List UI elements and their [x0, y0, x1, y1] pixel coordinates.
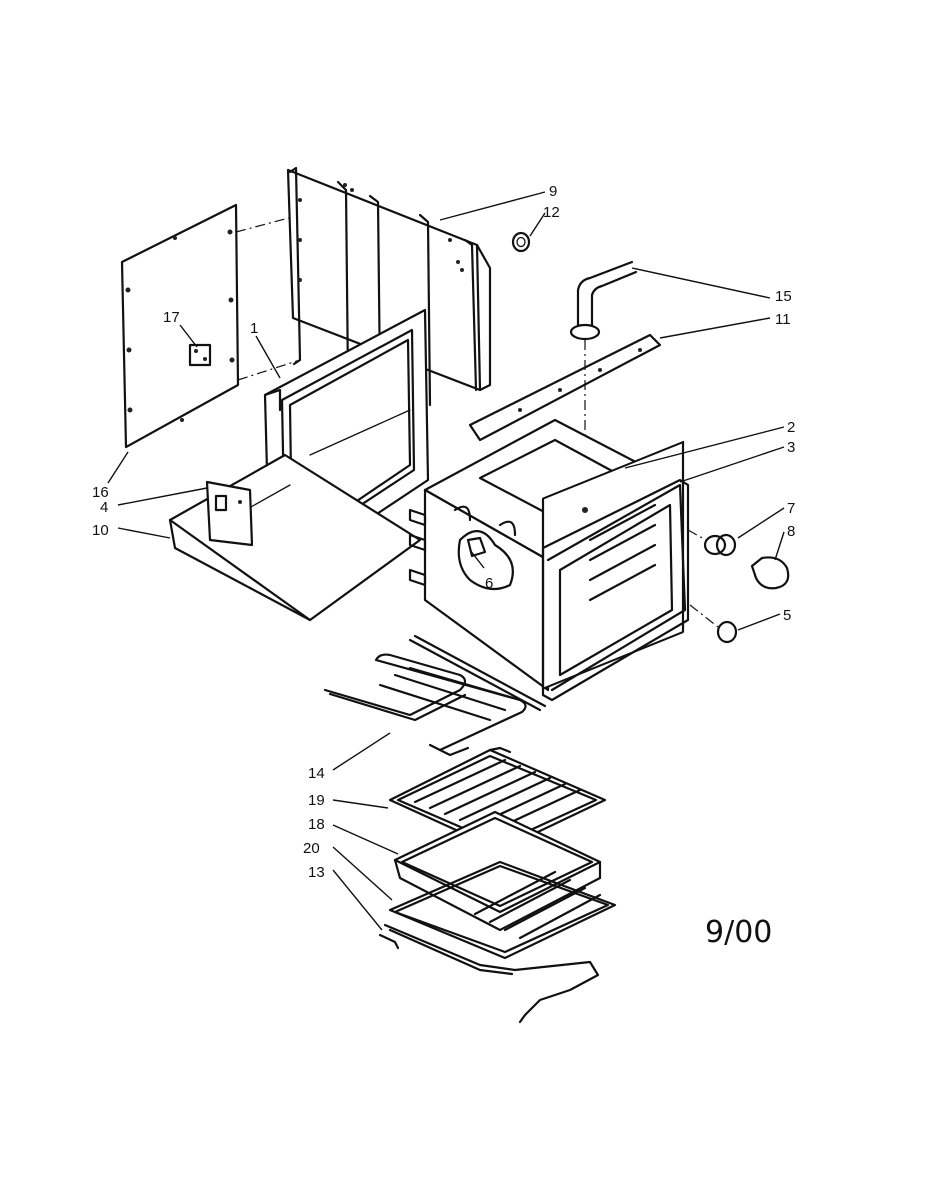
callout-1: 1: [250, 320, 258, 337]
callout-12: 12: [543, 204, 560, 221]
part-17-bracket: [188, 343, 212, 367]
part-2-oven-liner: [408, 418, 687, 692]
date-code: 9/00: [705, 915, 772, 950]
part-9-back-frame: [286, 166, 492, 407]
callout-10: 10: [92, 522, 109, 539]
part-3-door-gasket: [541, 478, 690, 702]
callout-6: 6: [485, 575, 493, 592]
callout-17: 17: [163, 309, 180, 326]
callout-16: 16: [92, 484, 109, 501]
part-8-light-bulb: [750, 556, 790, 590]
callout-11: 11: [775, 311, 791, 328]
callout-20: 20: [303, 840, 320, 857]
part-7-light-socket: [687, 529, 737, 557]
part-20-oven-rack: [388, 860, 617, 960]
callout-18: 18: [308, 816, 325, 833]
part-14-bake-element: [323, 634, 547, 757]
part-12-grommet: [511, 231, 531, 253]
callout-19: 19: [308, 792, 325, 809]
part-15-vent-tube: [569, 260, 638, 500]
part-13-oven-rack: [378, 923, 600, 1024]
callout-9: 9: [549, 183, 557, 200]
callout-labels: 1 2 3 4 5 6 7 8 9 10 11 12 13 14 15 16 1…: [92, 183, 795, 881]
callout-3: 3: [787, 439, 795, 456]
callout-5: 5: [783, 607, 791, 624]
leader-lines: [107, 191, 785, 931]
callout-8: 8: [787, 523, 795, 540]
callout-7: 7: [787, 500, 795, 517]
part-11-support-bar: [468, 333, 662, 442]
part-4-bracket: [205, 480, 254, 547]
callout-15: 15: [775, 288, 792, 305]
callout-13: 13: [308, 864, 325, 881]
callout-2: 2: [787, 419, 795, 436]
part-5-plug: [689, 604, 738, 644]
callout-14: 14: [308, 765, 325, 782]
callout-4: 4: [100, 499, 108, 516]
